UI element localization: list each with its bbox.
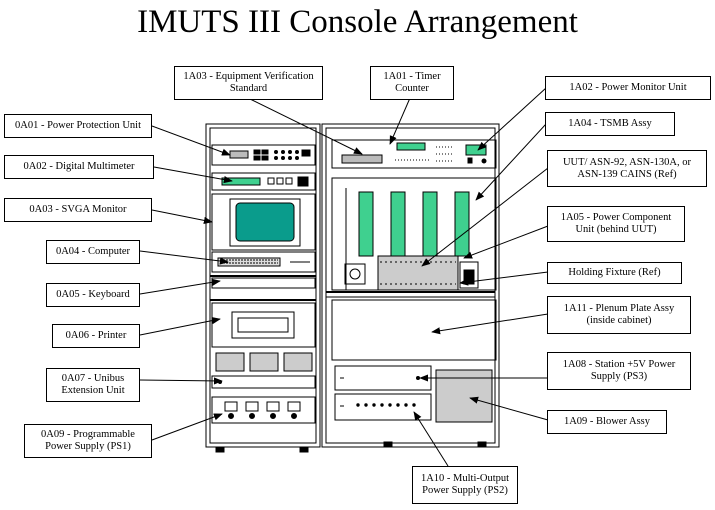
label-1a04-tsmb-assy: 1A04 - TSMB Assy xyxy=(545,112,675,136)
label-0a07-unibus-extension-unit: 0A07 - Unibus Extension Unit xyxy=(46,368,140,402)
label-1a01-timer-counter: 1A01 - Timer Counter xyxy=(370,66,454,100)
label-0a06-printer: 0A06 - Printer xyxy=(52,324,140,348)
label-0a05-keyboard: 0A05 - Keyboard xyxy=(46,283,140,307)
unibus-extension-panel xyxy=(211,375,316,389)
programmable-power-supply-panel xyxy=(211,396,316,424)
multi-output-supply-panel xyxy=(334,393,432,421)
digital-multimeter-panel xyxy=(211,172,316,191)
power-protection-unit-panel xyxy=(211,144,316,166)
label-1a08-station-5v-power-supply: 1A08 - Station +5V Power Supply (PS3) xyxy=(547,352,691,390)
label-1a11-plenum-plate-assy: 1A11 - Plenum Plate Assy (inside cabinet… xyxy=(547,296,691,334)
leader-arrows xyxy=(139,87,549,467)
label-1a09-blower-assy: 1A09 - Blower Assy xyxy=(547,410,667,434)
computer-panel xyxy=(211,251,316,273)
label-0a04-computer: 0A04 - Computer xyxy=(46,240,140,264)
label-0a09-programmable-power-supply: 0A09 - Programmable Power Supply (PS1) xyxy=(24,424,152,458)
label-uut-cains: UUT/ ASN-92, ASN-130A, or ASN-139 CAINS … xyxy=(547,150,707,187)
label-1a05-power-component-unit: 1A05 - Power Component Unit (behind UUT) xyxy=(547,206,685,242)
plenum-area xyxy=(331,299,497,361)
label-0a01-power-protection-unit: 0A01 - Power Protection Unit xyxy=(4,114,152,138)
diagram-title: IMUTS III Console Arrangement xyxy=(137,4,578,40)
label-holding-fixture: Holding Fixture (Ref) xyxy=(547,262,682,284)
label-1a02-power-monitor-unit: 1A02 - Power Monitor Unit xyxy=(545,76,711,100)
right-cabinet xyxy=(321,123,500,448)
left-cabinet xyxy=(205,123,321,453)
keyboard-shelf xyxy=(211,277,316,289)
label-1a03-equipment-verification-standard: 1A03 - Equipment Verification Standard xyxy=(174,66,323,100)
blower-panel xyxy=(435,369,493,423)
label-1a10-multi-output-power-supply: 1A10 - Multi-Output Power Supply (PS2) xyxy=(412,466,518,504)
label-0a03-svga-monitor: 0A03 - SVGA Monitor xyxy=(4,198,152,222)
label-0a02-digital-multimeter: 0A02 - Digital Multimeter xyxy=(4,155,154,179)
printer-panel xyxy=(211,302,316,348)
timer-counter-row xyxy=(331,139,497,169)
